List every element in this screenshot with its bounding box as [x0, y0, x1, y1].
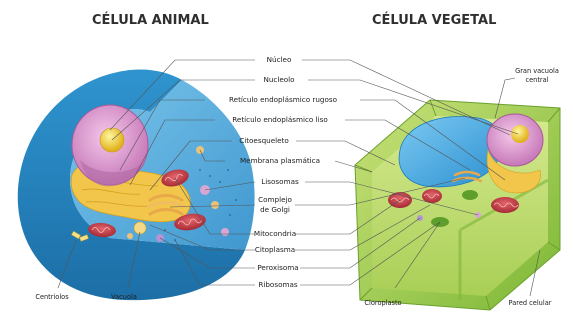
label-reticulo-rugoso: Retículo endoplásmico rugoso: [229, 95, 337, 104]
label-nucleo: Núcleo: [267, 55, 292, 64]
label-vacuola: Vacuola: [111, 293, 137, 301]
label-citoesqueleto: Citoesqueleto: [239, 136, 289, 145]
animal-cell-title: CÉLULA ANIMAL: [92, 12, 209, 28]
label-citoplasma: Citoplasma: [255, 245, 295, 254]
label-reticulo-liso: Retículo endoplásmico liso: [232, 115, 328, 124]
label-complejo: Complejo: [258, 195, 292, 204]
label-ribosomas: Ribosomas: [258, 280, 297, 289]
label-centriolos: Centriolos: [35, 293, 69, 301]
label-peroxisoma: Peroxisoma: [257, 263, 298, 272]
label-mitocondria: Mitocondria: [254, 229, 296, 238]
label-nucleolo: Nucleolo: [263, 75, 294, 84]
label-lisosomas: Lisosomas: [261, 177, 299, 186]
vegetal-cell-illustration: [355, 100, 560, 310]
animal-cell-illustration: [18, 69, 255, 300]
label-de-golgi: de Golgi: [260, 205, 290, 214]
vegetal-nucleolus: [511, 125, 529, 143]
label-pared-celular: Pared celular: [509, 299, 552, 307]
label-cloroplasto: Cloroplasto: [364, 299, 401, 307]
vegetal-cell-title: CÉLULA VEGETAL: [372, 12, 496, 28]
label-central: central: [525, 76, 548, 84]
label-gran-vacuola: Gran vacuola: [515, 67, 559, 75]
label-membrana-plasmatica: Membrana plasmática: [240, 156, 320, 165]
